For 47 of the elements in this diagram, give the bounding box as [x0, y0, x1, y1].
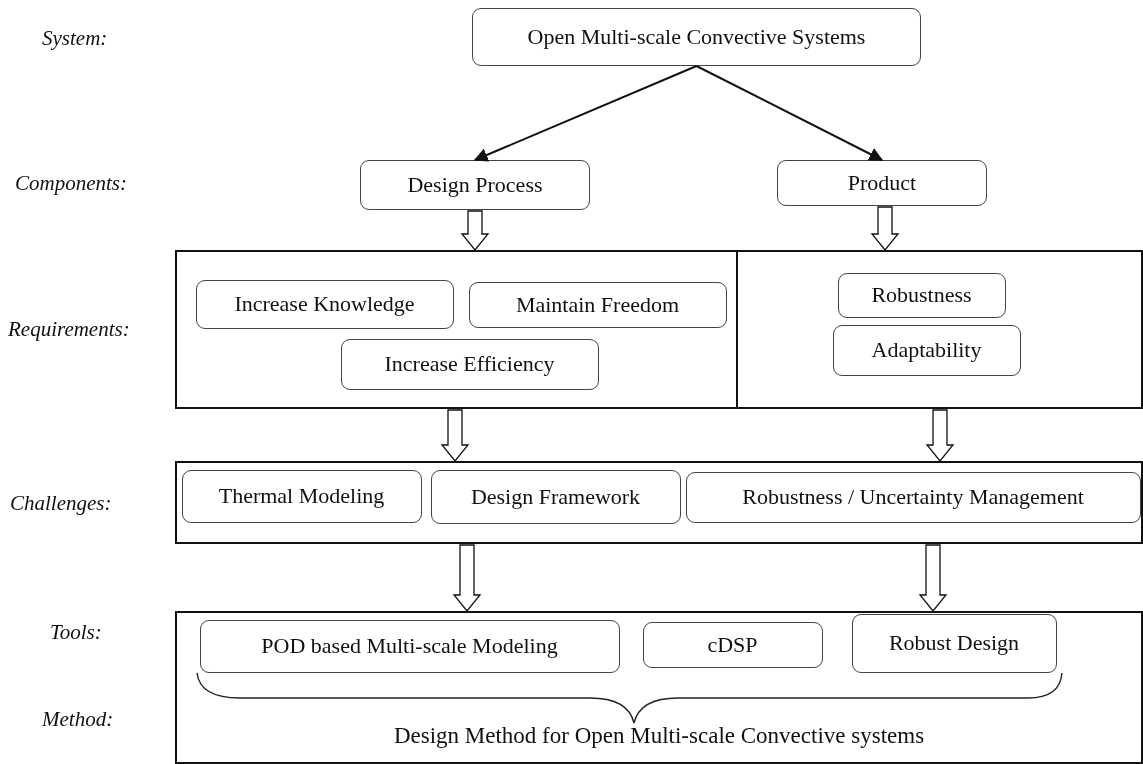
panel-box [175, 250, 738, 409]
block-arrow [925, 409, 955, 463]
panel-box [736, 250, 1143, 409]
block-arrow [440, 409, 470, 463]
box-label: Open Multi-scale Convective Systems [527, 24, 866, 50]
box-label: Product [847, 170, 917, 196]
row-label: Requirements: [8, 317, 130, 342]
rounded-box [685, 471, 1141, 523]
box-label: Robustness / Uncertainty Management [742, 484, 1084, 510]
row-label: Challenges: [10, 491, 112, 516]
box-label: POD based Multi-scale Modeling [261, 633, 558, 659]
row-label: Tools: [50, 620, 102, 645]
rounded-box [181, 469, 422, 523]
row-label: Components: [15, 171, 127, 196]
row-label: System: [42, 26, 108, 51]
box-label: Adaptability [871, 337, 982, 363]
block-arrow [870, 206, 900, 252]
rounded-box [195, 279, 454, 329]
arrow [473, 65, 698, 162]
row-label: Method: [42, 707, 114, 732]
rounded-box [851, 613, 1057, 673]
box-label: Design Framework [470, 483, 641, 510]
rounded-box [837, 272, 1006, 318]
rounded-box [430, 469, 681, 524]
rounded-box [199, 619, 620, 673]
box-label: Increase Efficiency [384, 351, 555, 377]
rounded-box [832, 324, 1021, 376]
method-caption: Design Method for Open Multi-scale Convective systems [392, 723, 926, 749]
panel-box [175, 461, 1143, 544]
arrow [695, 65, 884, 161]
rounded-box [642, 621, 823, 668]
rounded-box [468, 281, 727, 328]
block-arrow [918, 544, 948, 613]
rounded-box [340, 338, 599, 390]
box-label: cDSP [707, 631, 758, 658]
block-arrow [452, 544, 482, 613]
method-panel [175, 611, 1143, 764]
box-label: Robustness [871, 282, 972, 308]
block-arrow [460, 210, 490, 252]
box-label: Maintain Freedom [515, 291, 680, 318]
rounded-box [360, 160, 590, 210]
rounded-box [472, 8, 921, 66]
box-label: Thermal Modeling [218, 483, 385, 509]
box-label: Robust Design [888, 630, 1020, 656]
box-label: Design Process [407, 172, 543, 198]
rounded-box [777, 160, 987, 206]
box-label: Increase Knowledge [234, 291, 415, 317]
